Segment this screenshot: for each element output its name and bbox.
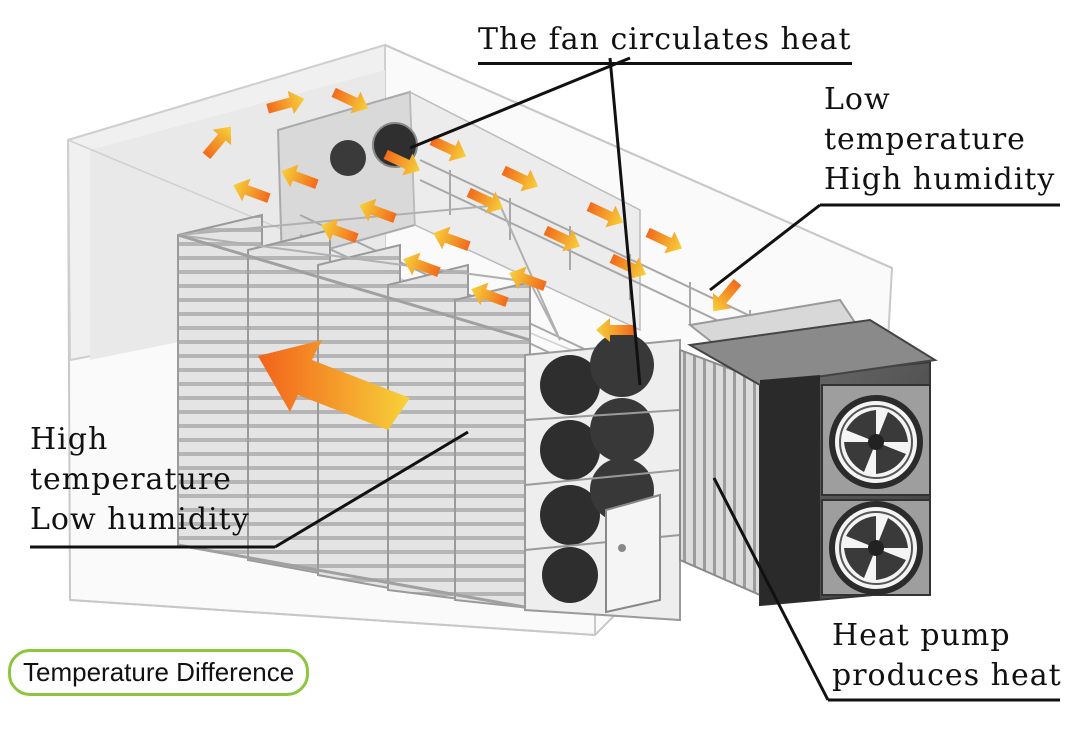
fan-icon: [832, 504, 920, 592]
badge-text: Temperature Difference: [23, 657, 295, 687]
low-temp-line-2: temperature: [824, 122, 1026, 157]
upper-partition: [276, 90, 641, 332]
drying-racks: [177, 203, 561, 610]
temperature-difference-badge: Temperature Difference: [8, 649, 310, 696]
airflow-arrow-icon: [712, 278, 742, 312]
circulation-fans: [524, 333, 681, 622]
airflow-arrow-icon: [383, 149, 421, 176]
fan-circulates-text: The fan circulates heat: [478, 22, 852, 57]
low-temp-line-1: Low: [824, 82, 891, 117]
airflow-arrow-icon: [433, 226, 471, 251]
leader-lines: [30, 56, 1060, 702]
airflow-arrow-icon: [321, 218, 359, 243]
airflow-arrow-icon: [281, 164, 319, 189]
airflow-arrow-icon: [359, 198, 397, 223]
airflow-arrow-icon: [596, 318, 634, 342]
airflow-arrow-icon: [331, 87, 369, 114]
high-temp-line-3: Low humidity: [30, 502, 250, 537]
airflow-arrow-icon: [202, 126, 232, 160]
access-door: [605, 493, 661, 614]
airflow-arrow-icon: [509, 266, 547, 291]
heat-pump-unit: [686, 318, 938, 607]
airflow-arrow-icon: [429, 135, 467, 162]
high-temp-line-2: temperature: [30, 462, 232, 497]
airflow-arrow-icon: [266, 90, 305, 115]
airflow-arrow-icon: [471, 282, 509, 307]
airflow-arrow-icon: [586, 201, 624, 228]
heat-pump-line-2: produces heat: [832, 658, 1062, 693]
airflow-arrows: [202, 87, 742, 342]
fan-icon: [832, 398, 920, 486]
high-temperature-label: High temperature Low humidity: [30, 420, 250, 540]
heat-pump-line-1: Heat pump: [832, 618, 1011, 653]
airflow-arrow-icon: [466, 187, 504, 214]
low-temperature-label: Low temperature High humidity: [824, 80, 1055, 200]
airflow-arrow-icon: [233, 178, 271, 203]
airflow-arrow-icon: [501, 165, 539, 192]
airflow-arrow-icon: [403, 252, 441, 277]
low-temp-line-3: High humidity: [824, 162, 1056, 197]
high-temp-line-1: High: [30, 422, 109, 457]
airflow-arrow-icon: [645, 227, 683, 254]
heat-pump-label: Heat pump produces heat: [832, 616, 1062, 696]
fan-circulates-label: The fan circulates heat: [478, 20, 852, 65]
airflow-arrow-icon: [543, 225, 581, 252]
large-heat-arrow-icon: [258, 340, 410, 430]
